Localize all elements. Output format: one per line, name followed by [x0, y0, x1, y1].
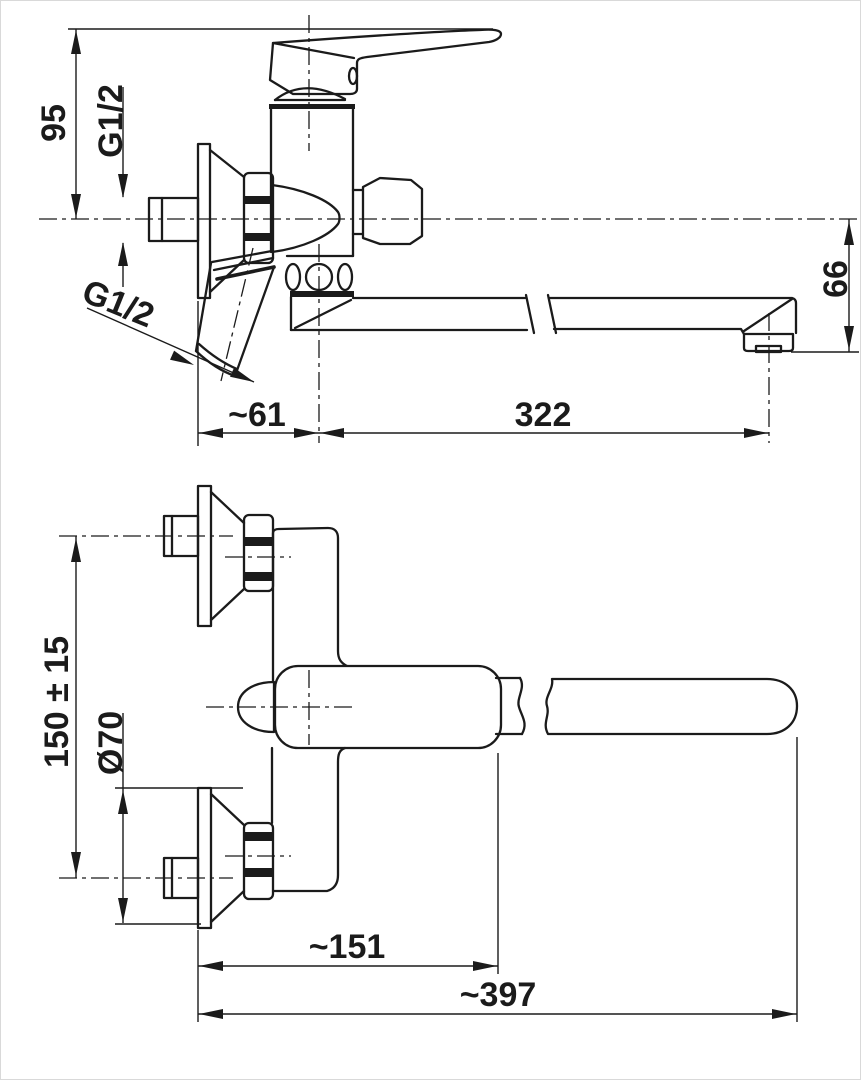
front-view-faucet-outline [162, 484, 799, 930]
side-view: 95 G1/2 G1/2 ~61 [35, 15, 859, 446]
dimension-95: 95 [35, 28, 493, 219]
eccentric-cone [270, 183, 341, 254]
dimension-label: G1/2 [77, 272, 160, 335]
dimension-66: 66 [791, 219, 859, 353]
dimension-shower-thread: G1/2 [77, 272, 257, 387]
dimension-label: ~397 [460, 976, 537, 1014]
break-line [546, 293, 558, 335]
escutcheon-cone [209, 587, 246, 622]
dimension-label: 150 ± 15 [38, 636, 76, 768]
body-top-rim [269, 104, 355, 109]
handle-base-joint-line [271, 41, 356, 60]
dimension-label: 66 [817, 260, 855, 298]
dimension-322: 322 [319, 396, 769, 438]
union-nut [242, 821, 275, 901]
dimension-label: G1/2 [92, 84, 130, 158]
dimension-label: ~151 [309, 928, 386, 966]
escutcheon-cone [209, 490, 246, 525]
upper-wall-mount [162, 484, 275, 628]
dimension-label: ~61 [228, 396, 286, 434]
lower-wall-mount [162, 786, 275, 930]
dimension-inlet-thread: G1/2 [92, 84, 130, 287]
spout-ball-joint [284, 262, 354, 297]
union-nut [242, 171, 275, 265]
dimension-150: 150 ± 15 [38, 536, 81, 878]
union-nut-flat [244, 196, 273, 204]
dimension-label: Ø70 [92, 711, 130, 775]
handle-lever [268, 28, 503, 96]
union-nut-flat [244, 832, 273, 841]
union-nut-flat [244, 537, 273, 546]
dimension-397: ~397 [197, 737, 798, 1022]
escutcheon-plate [196, 484, 213, 628]
union-nut-flat [244, 868, 273, 877]
spout [289, 293, 798, 354]
side-view-faucet-outline [147, 28, 798, 382]
spout-front [544, 677, 799, 736]
union-nut-flat [244, 572, 273, 581]
union-nut-flat [244, 233, 273, 241]
side-view-centerlines [39, 15, 858, 443]
spout-stub [494, 676, 526, 736]
angled-shower-outlet [194, 247, 276, 382]
front-view-centerlines [59, 535, 353, 879]
dimension-70: Ø70 [92, 711, 243, 925]
riser-tube-upper [271, 526, 349, 684]
escutcheon-cone-top [208, 148, 246, 179]
break-line [524, 293, 536, 335]
dimension-61: ~61 [197, 301, 319, 446]
cartridge-dome [273, 87, 347, 102]
escutcheon-cone [209, 792, 246, 827]
escutcheon-plate [196, 786, 213, 930]
escutcheon-cone [209, 889, 246, 924]
riser-tube-lower [272, 746, 347, 893]
dimension-label: 95 [35, 104, 73, 142]
dimension-label: 322 [515, 396, 572, 434]
shower-outlet-cap [361, 176, 424, 246]
front-view: 150 ± 15 Ø70 ~151 ~397 [38, 484, 799, 1022]
dimension-151: ~151 [198, 753, 499, 974]
spout-aerator [742, 332, 795, 353]
handle-set-screw [347, 66, 359, 86]
